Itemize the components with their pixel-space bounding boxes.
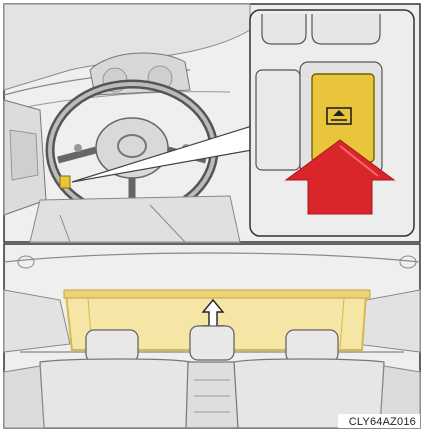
switch-location-marker (60, 176, 70, 188)
cockpit-panel (4, 4, 420, 242)
rear-cabin-panel: CLY64AZ016 (4, 244, 420, 428)
headrests (86, 326, 338, 362)
figure-code: CLY64AZ016 (349, 416, 416, 428)
switch-callout (250, 10, 414, 236)
